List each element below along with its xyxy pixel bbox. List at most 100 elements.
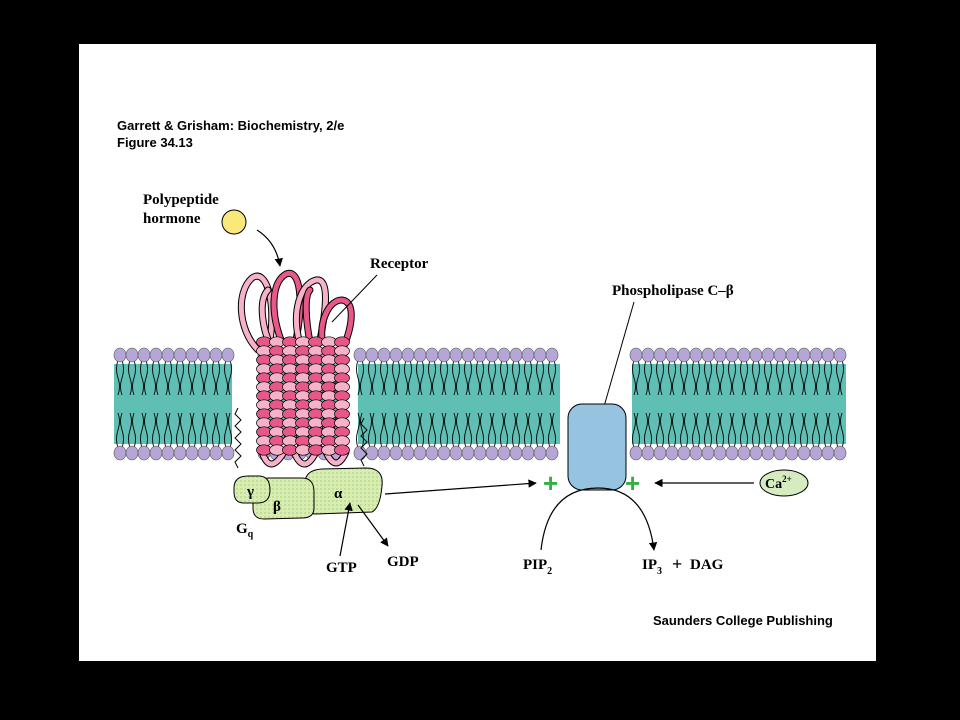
membrane-core bbox=[632, 364, 846, 444]
gamma-label: γ bbox=[246, 484, 254, 500]
lipid-tail bbox=[644, 359, 648, 396]
lipid-tail bbox=[140, 359, 144, 396]
lipid-molecule bbox=[401, 347, 415, 461]
lipid-head-inner bbox=[509, 445, 523, 461]
lipid-tail bbox=[384, 359, 388, 396]
lipid-head-inner bbox=[389, 445, 403, 461]
plc-leader-line bbox=[602, 301, 635, 411]
lipid-tail bbox=[212, 412, 216, 449]
lipid-tail bbox=[156, 412, 160, 449]
header-figure-number: Figure 34.13 bbox=[117, 135, 193, 150]
receptor-helix bbox=[282, 336, 298, 456]
lipid-tail bbox=[128, 412, 132, 449]
lipid-head-inner bbox=[209, 445, 223, 461]
lipid-tail bbox=[420, 412, 424, 449]
lipid-head-inner bbox=[185, 445, 199, 461]
lipid-head-outer bbox=[413, 347, 427, 363]
lipid-head-outer bbox=[185, 347, 199, 363]
lipid-tail bbox=[776, 412, 780, 449]
lipid-tail bbox=[512, 412, 516, 449]
lipid-head-inner bbox=[809, 445, 823, 461]
lipid-tail bbox=[540, 359, 544, 396]
lipid-head-outer bbox=[365, 347, 379, 363]
lipid-tail bbox=[180, 412, 184, 449]
lipid-head-outer bbox=[761, 347, 775, 363]
lipid-tail bbox=[680, 359, 684, 396]
lipid-tail bbox=[672, 359, 676, 396]
lipid-head-outer bbox=[113, 347, 127, 363]
lipid-head-inner bbox=[677, 445, 691, 461]
lipid-head-outer bbox=[449, 347, 463, 363]
lipid-tail bbox=[152, 412, 156, 449]
lipid-tail bbox=[536, 359, 540, 396]
lipid-tail bbox=[692, 359, 696, 396]
lipid-tail bbox=[528, 412, 532, 449]
lipid-molecule bbox=[677, 347, 691, 461]
lipid-tail bbox=[516, 412, 520, 449]
lipid-tail bbox=[812, 412, 816, 449]
lipid-tail bbox=[660, 412, 664, 449]
lipid-tail bbox=[488, 412, 492, 449]
lipid-molecule bbox=[185, 347, 199, 461]
receptor-loop bbox=[303, 287, 313, 345]
lipid-tail bbox=[476, 412, 480, 449]
lipid-head-outer bbox=[809, 347, 823, 363]
lipid-tail bbox=[200, 359, 204, 396]
lipid-tail bbox=[444, 412, 448, 449]
lipid-tail bbox=[420, 359, 424, 396]
lipid-molecule bbox=[773, 347, 787, 461]
lipid-tail bbox=[800, 412, 804, 449]
hormone-label-line2: hormone bbox=[143, 211, 201, 227]
lipid-head-outer bbox=[773, 347, 787, 363]
lipid-tail bbox=[404, 412, 408, 449]
lipid-tail bbox=[636, 359, 640, 396]
lipid-tail bbox=[752, 412, 756, 449]
lipid-tail bbox=[224, 412, 228, 449]
lipid-head-inner bbox=[161, 445, 175, 461]
lipid-tail bbox=[468, 412, 472, 449]
lipid-tail bbox=[656, 412, 660, 449]
lipid-head-inner bbox=[761, 445, 775, 461]
lipid-tail bbox=[120, 412, 124, 449]
lipid-tail bbox=[740, 412, 744, 449]
lipid-tail bbox=[780, 359, 784, 396]
lipid-tail bbox=[404, 359, 408, 396]
lipid-tail bbox=[192, 412, 196, 449]
lipid-tail bbox=[752, 359, 756, 396]
lipid-tail bbox=[360, 359, 364, 396]
lipid-tail bbox=[720, 359, 724, 396]
receptor-leader-line bbox=[331, 274, 378, 323]
lipid-head-inner bbox=[629, 445, 643, 461]
g-alpha-subunit bbox=[304, 467, 383, 515]
gtp-label: GTP bbox=[326, 560, 357, 576]
lipid-tail bbox=[800, 359, 804, 396]
lipid-head-inner bbox=[137, 445, 151, 461]
lipid-tail bbox=[744, 359, 748, 396]
lipid-tail bbox=[720, 412, 724, 449]
lipid-tail bbox=[392, 359, 396, 396]
lipid-tail bbox=[476, 359, 480, 396]
lipid-tail bbox=[188, 412, 192, 449]
lipid-tail bbox=[132, 412, 136, 449]
lipid-tail bbox=[708, 412, 712, 449]
lipid-head-outer bbox=[197, 347, 211, 363]
plc-label: Phospholipase C–β bbox=[612, 283, 734, 299]
lipid-head-inner bbox=[461, 445, 475, 461]
lipid-tail bbox=[396, 412, 400, 449]
lipid-tail bbox=[656, 359, 660, 396]
lipid-head-inner bbox=[197, 445, 211, 461]
lipid-head-inner bbox=[665, 445, 679, 461]
lipid-head-outer bbox=[737, 347, 751, 363]
lipid-tail bbox=[432, 359, 436, 396]
lipid-tail bbox=[812, 359, 816, 396]
lipid-head-inner bbox=[413, 445, 427, 461]
lipid-tail bbox=[128, 359, 132, 396]
lipid-molecule bbox=[545, 347, 559, 461]
lipid-molecule bbox=[389, 347, 403, 461]
lipid-tail bbox=[492, 359, 496, 396]
lipid-tail bbox=[356, 359, 360, 396]
lipid-tail bbox=[456, 359, 460, 396]
lipid-tail bbox=[216, 412, 220, 449]
lipid-tail bbox=[792, 412, 796, 449]
lipid-tail bbox=[668, 359, 672, 396]
